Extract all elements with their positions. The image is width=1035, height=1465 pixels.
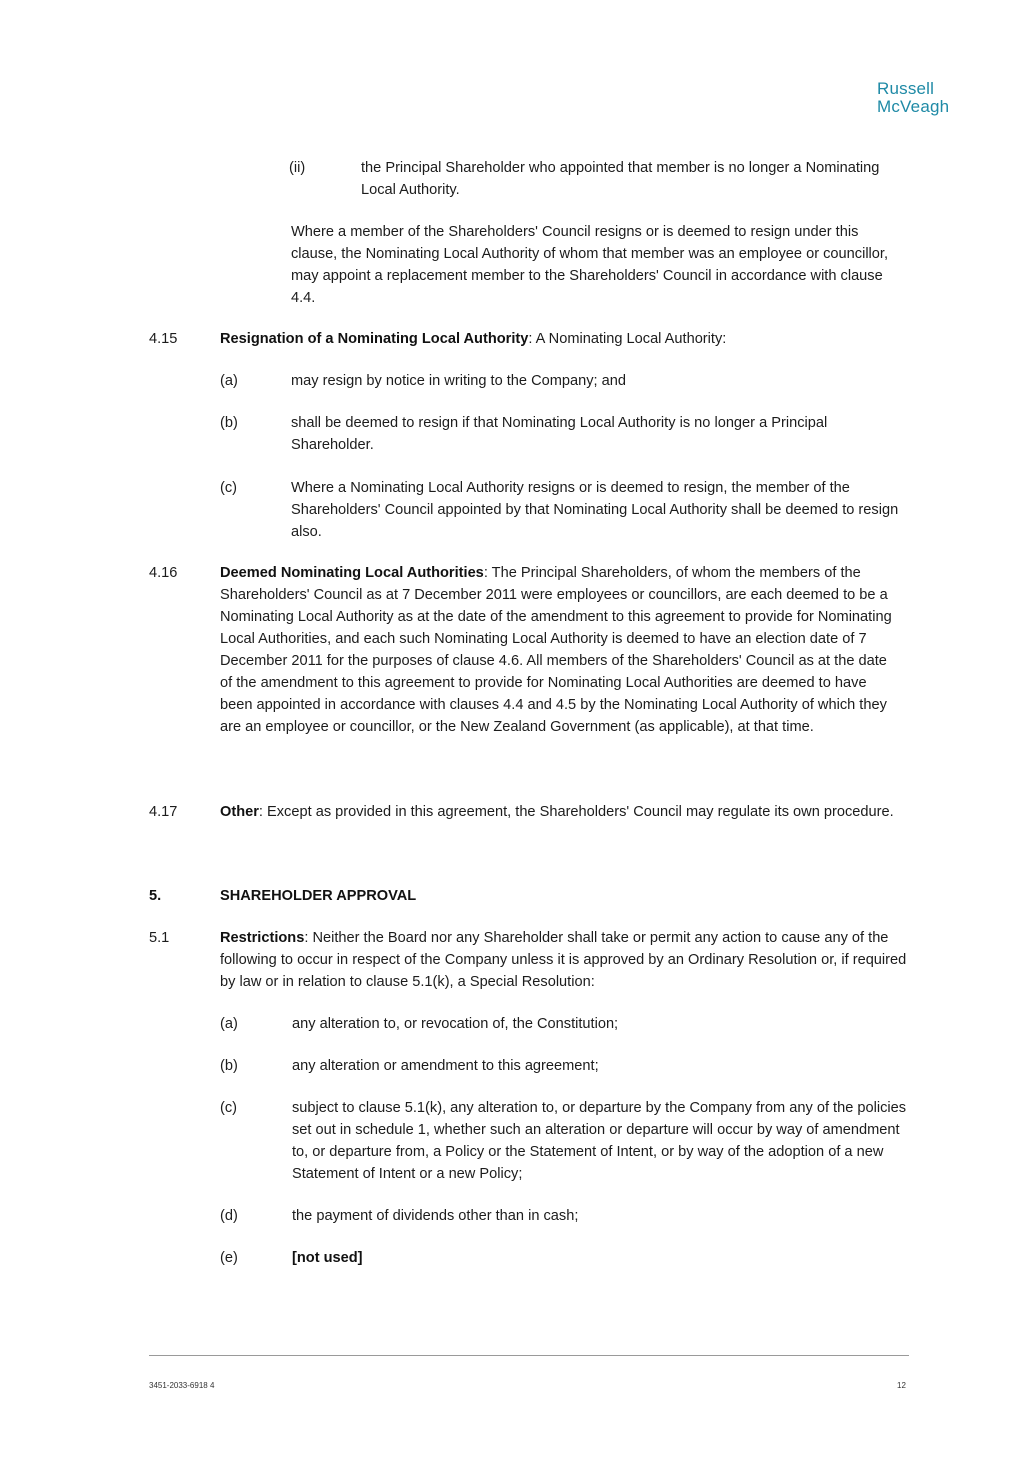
clause-heading: Restrictions (220, 930, 305, 946)
list-item-text: shall be deemed to resign if that Nomina… (291, 415, 828, 453)
clause-number: 4.17 (149, 804, 178, 820)
list-item-number: (a) (220, 1016, 238, 1032)
sub-item-text: the Principal Shareholder who appointed … (361, 160, 880, 198)
sub-item-number: (ii) (289, 160, 306, 176)
logo-line-1: Russell (877, 79, 935, 98)
list-item-number: (b) (220, 415, 238, 431)
logo-line-2: McVeagh (877, 97, 950, 116)
clause-number: 4.16 (149, 565, 178, 581)
footer-divider (149, 1355, 909, 1356)
list-item-number: (a) (220, 373, 238, 389)
clause-text: : Neither the Board nor any Shareholder … (220, 930, 907, 990)
section-heading: SHAREHOLDER APPROVAL (220, 888, 417, 904)
clause-text: : The Principal Shareholders, of whom th… (220, 565, 892, 735)
clause-5-1: Restrictions: Neither the Board nor any … (220, 927, 920, 993)
section-number: 5. (149, 888, 162, 904)
document-id: 3451-2033-6918 4 (149, 1381, 215, 1390)
clause-number: 5.1 (149, 930, 170, 946)
clause-number: 4.15 (149, 331, 178, 347)
clause-heading: Resignation of a Nominating Local Author… (220, 331, 529, 347)
page-number: 12 (897, 1381, 906, 1390)
list-item-number: (c) (220, 1100, 238, 1116)
list-item-text: any alteration or amendment to this agre… (292, 1058, 599, 1074)
resignation-paragraph: Where a member of the Shareholders' Coun… (291, 224, 889, 306)
clause-4-16: Deemed Nominating Local Authorities: The… (220, 562, 900, 738)
list-item-text: the payment of dividends other than in c… (292, 1208, 579, 1224)
list-item-text: subject to clause 5.1(k), any alteration… (292, 1100, 907, 1182)
clause-heading: Other (220, 804, 259, 820)
list-item-text: may resign by notice in writing to the C… (291, 373, 627, 389)
clause-text: : Except as provided in this agreement, … (258, 804, 894, 820)
clause-4-15: Resignation of a Nominating Local Author… (220, 328, 910, 350)
list-item-text: any alteration to, or revocation of, the… (292, 1016, 619, 1032)
list-item-number: (d) (220, 1208, 238, 1224)
list-item-text: Where a Nominating Local Authority resig… (291, 480, 899, 540)
list-item-number: (c) (220, 480, 238, 496)
clause-heading: Deemed Nominating Local Authorities (220, 565, 484, 581)
clause-4-17: Other: Except as provided in this agreem… (220, 801, 900, 823)
list-item-number: (e) (220, 1250, 238, 1266)
russell-mcveagh-logo: Russell McVeagh (877, 80, 949, 116)
list-item-text: [not used] (292, 1250, 363, 1266)
list-item-number: (b) (220, 1058, 238, 1074)
clause-text: : A Nominating Local Authority: (528, 331, 727, 347)
